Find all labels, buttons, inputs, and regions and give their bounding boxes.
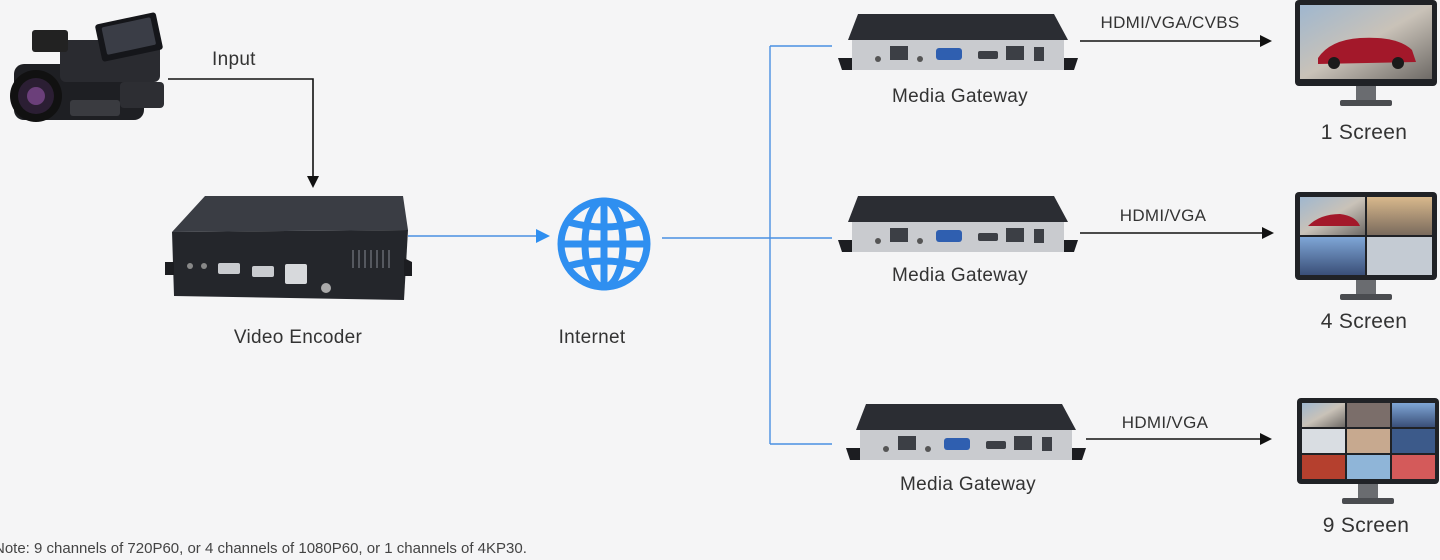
gateway-to-screen-connectors bbox=[1080, 35, 1274, 445]
media-gateway-label-1: Media Gateway bbox=[892, 86, 1028, 107]
video-encoder-device-icon bbox=[165, 196, 412, 300]
internet-to-gateways-connector bbox=[662, 45, 832, 445]
screen-label-3: 9 Screen bbox=[1322, 514, 1410, 537]
monitor-icon bbox=[1297, 398, 1439, 504]
media-gateway-label-2: Media Gateway bbox=[892, 265, 1028, 286]
video-encoder-label: Video Encoder bbox=[233, 327, 363, 348]
footnote: Note: 9 channels of 720P60, or 4 channel… bbox=[0, 540, 527, 557]
signal-label-1: HDMI/VGA/CVBS bbox=[1100, 13, 1240, 32]
signal-label-2: HDMI/VGA bbox=[1119, 206, 1207, 225]
signal-label-3: HDMI/VGA bbox=[1121, 413, 1209, 432]
monitor-icon bbox=[1295, 192, 1437, 300]
media-gateway-device-icon bbox=[846, 404, 1086, 460]
monitor-icon bbox=[1295, 0, 1437, 106]
internet-label: Internet bbox=[558, 327, 626, 348]
media-gateway-label-3: Media Gateway bbox=[900, 474, 1036, 495]
video-camera-icon bbox=[10, 12, 164, 122]
input-label: Input bbox=[212, 49, 256, 70]
globe-icon bbox=[557, 197, 651, 291]
input-connector bbox=[168, 78, 319, 188]
media-gateway-device-icon bbox=[838, 196, 1078, 252]
media-gateway-device-icon bbox=[838, 14, 1078, 70]
screen-label-2: 4 Screen bbox=[1320, 310, 1408, 333]
screen-label-1: 1 Screen bbox=[1320, 121, 1408, 144]
